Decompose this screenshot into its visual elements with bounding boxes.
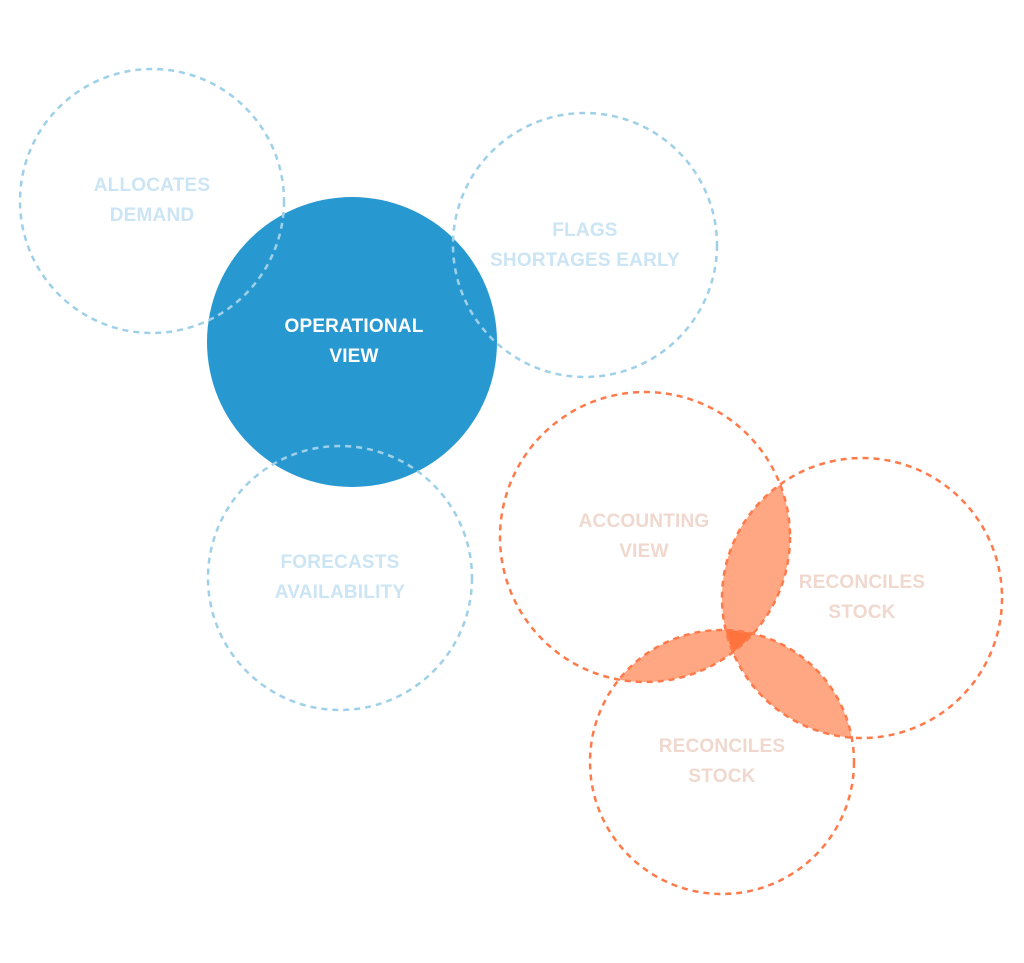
label-line: AVAILABILITY <box>274 582 406 603</box>
label-line: FLAGS <box>552 220 618 241</box>
label-line: RECONCILES <box>658 736 786 757</box>
label-line: VIEW <box>329 346 379 367</box>
label-line: ALLOCATES <box>93 175 211 196</box>
accounting-view-circle <box>498 390 792 684</box>
reconciles-stock-bottom-circle <box>588 628 856 896</box>
accounting-view-label: ACCOUNTING VIEW <box>579 507 710 567</box>
flags-shortages-label: FLAGS SHORTAGES EARLY <box>490 216 680 276</box>
flags-shortages-circle <box>451 111 719 379</box>
reconciles-stock-bottom-label: RECONCILES STOCK <box>659 732 786 792</box>
operational-view-label: OPERATIONAL VIEW <box>284 312 423 372</box>
label-line: FORECASTS <box>280 552 400 573</box>
forecasts-availability-circle <box>206 444 474 712</box>
allocates-demand-circle <box>18 67 286 335</box>
label-line: ACCOUNTING <box>578 511 710 532</box>
label-line: VIEW <box>619 541 669 562</box>
operational-view-circle <box>207 197 497 487</box>
label-line: SHORTAGES EARLY <box>490 250 680 271</box>
label-line: RECONCILES <box>798 572 926 593</box>
label-line: STOCK <box>688 766 756 787</box>
label-line: STOCK <box>828 602 896 623</box>
label-line: OPERATIONAL <box>284 316 424 337</box>
forecasts-availability-label: FORECASTS AVAILABILITY <box>275 548 405 608</box>
label-line: DEMAND <box>109 205 195 226</box>
overlap-reconciles-right-bottom <box>722 630 854 738</box>
reconciles-stock-right-label: RECONCILES STOCK <box>799 568 926 628</box>
reconciles-stock-right-circle <box>720 456 1004 740</box>
allocates-demand-label: ALLOCATES DEMAND <box>94 171 211 231</box>
